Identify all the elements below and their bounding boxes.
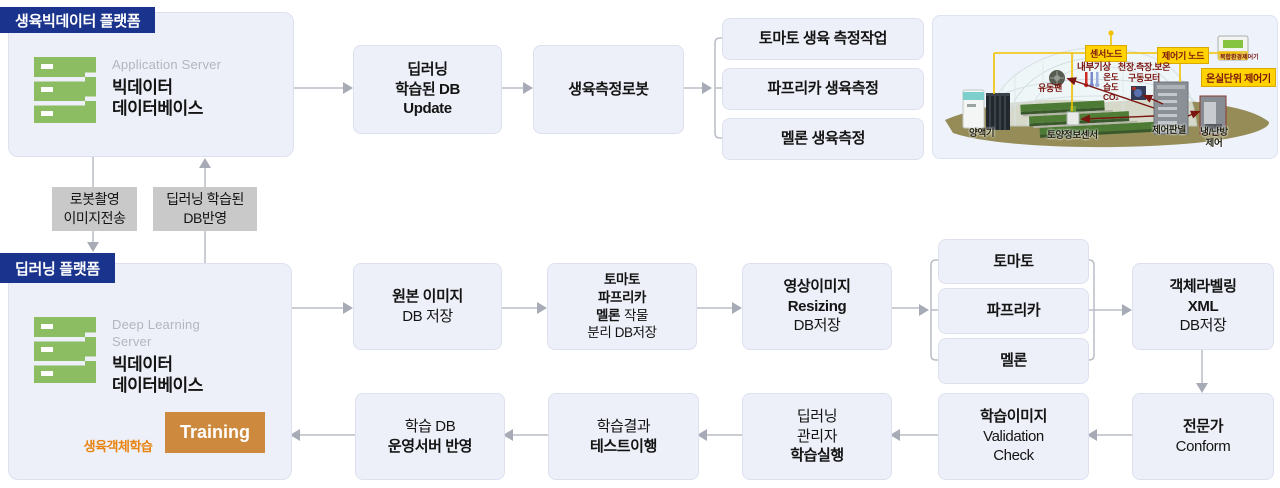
node-pre: 학습결과 (596, 417, 651, 435)
node-line: 토마토 (603, 271, 641, 287)
node-line: 파프리카 (597, 289, 647, 305)
node-title: 학습실행 (790, 447, 844, 465)
node-crop-tomato: 토마토 (938, 239, 1089, 284)
node-measure-tomato: 토마토 생육 측정작업 (722, 18, 924, 60)
node-test-run: 학습결과 테스트이행 (548, 393, 699, 480)
node-title: 영상이미지 Resizing (783, 277, 851, 315)
server-type-label: Application Server (112, 57, 222, 72)
node-crop-paprika: 파프리카 (938, 288, 1089, 334)
motor-label: 천장.측장.보온 구동모터 (1117, 62, 1171, 83)
sensor-node-label: 센서노드 (1085, 45, 1127, 62)
node-pre: 딥러닝 관리자 (796, 407, 838, 445)
soil-sensor-label: 토양정보센서 (1047, 130, 1098, 141)
node-title: 원본 이미지 (392, 287, 463, 305)
node-title: 전문가 (1182, 417, 1224, 435)
node-title: 운영서버 반영 (387, 437, 473, 455)
bigdata-platform-panel (8, 12, 294, 157)
node-db-update: 딥러닝 학습된 DB Update (353, 45, 502, 134)
bigdata-server: Application Server 빅데이터 데이터베이스 (33, 57, 283, 123)
node-training-execute: 딥러닝 관리자 학습실행 (742, 393, 892, 480)
nutrient-label: 양액기 (969, 128, 995, 139)
node-line: 분리 DB저장 (587, 325, 657, 341)
server-name-label: 빅데이터 데이터베이스 (112, 354, 203, 396)
node-measure-melon: 멜론 생육측정 (722, 118, 924, 160)
bigdata-platform-badge: 생육빅데이터 플랫폼 (0, 7, 156, 33)
control-panel-label: 제어판넬 (1152, 125, 1186, 136)
node-title: 학습이미지 (979, 407, 1047, 425)
node-title: 객체라벨링 XML (1169, 277, 1237, 315)
node-origin-image-db: 원본 이미지 DB 저장 (353, 263, 502, 350)
node-object-labeling-db: 객체라벨링 XML DB저장 (1132, 263, 1274, 350)
server-icon (34, 317, 96, 383)
node-sub: DB 저장 (402, 307, 453, 325)
server-icon (34, 57, 96, 123)
greenhouse-illustration: 센서노드 제어기 노드 온실단위 제어기 복합환경제어기 내부기상 천장.측장.… (932, 15, 1278, 159)
node-sub: DB저장 (1179, 317, 1227, 335)
node-title: 테스트이행 (589, 437, 657, 455)
deep-learning-platform-badge: 딥러닝 플랫폼 (0, 253, 115, 283)
training-node: Training (165, 412, 265, 453)
unit-controller-label: 온실단위 제어기 (1201, 68, 1276, 87)
server-type-label: Deep Learning Server (112, 317, 200, 349)
node-pre: 학습 DB (404, 417, 456, 435)
node-sub: DB저장 (793, 317, 841, 335)
node-sub: Conform (1175, 437, 1231, 455)
node-measure-paprika: 파프리카 생육측정 (722, 68, 924, 110)
node-growth-robot: 생육측정로봇 (533, 45, 684, 134)
node-line: 작물 (624, 307, 649, 323)
transfer-image-down-label: 로봇촬영 이미지전송 (52, 187, 137, 231)
weather-label: 내부기상 (1077, 62, 1111, 73)
node-crop-melon: 멜론 (938, 338, 1089, 384)
node-expert-conform: 전문가 Conform (1132, 393, 1274, 480)
node-validation-check: 학습이미지 Validation Check (938, 393, 1089, 480)
node-sub: Validation Check (983, 427, 1044, 465)
fan-label: 유동팬 (1038, 83, 1062, 93)
training-caption: 생육객체학습 (83, 439, 153, 454)
deep-learning-server: Deep Learning Server 빅데이터 데이터베이스 (33, 317, 283, 396)
env-label: 온도 습도 CO₂ (1103, 72, 1119, 103)
hvac-label: 냉/난방 제어 (1200, 127, 1228, 150)
node-line: 멜론 (595, 307, 620, 323)
transfer-db-up-label: 딥러닝 학습된 DB반영 (153, 187, 257, 231)
server-name-label: 빅데이터 데이터베이스 (112, 77, 203, 119)
controller-node-label: 제어기 노드 (1157, 47, 1210, 64)
node-image-resizing-db: 영상이미지 Resizing DB저장 (742, 263, 892, 350)
device-label: 복합환경제어기 (1220, 55, 1259, 61)
node-deploy-db: 학습 DB 운영서버 반영 (355, 393, 505, 480)
